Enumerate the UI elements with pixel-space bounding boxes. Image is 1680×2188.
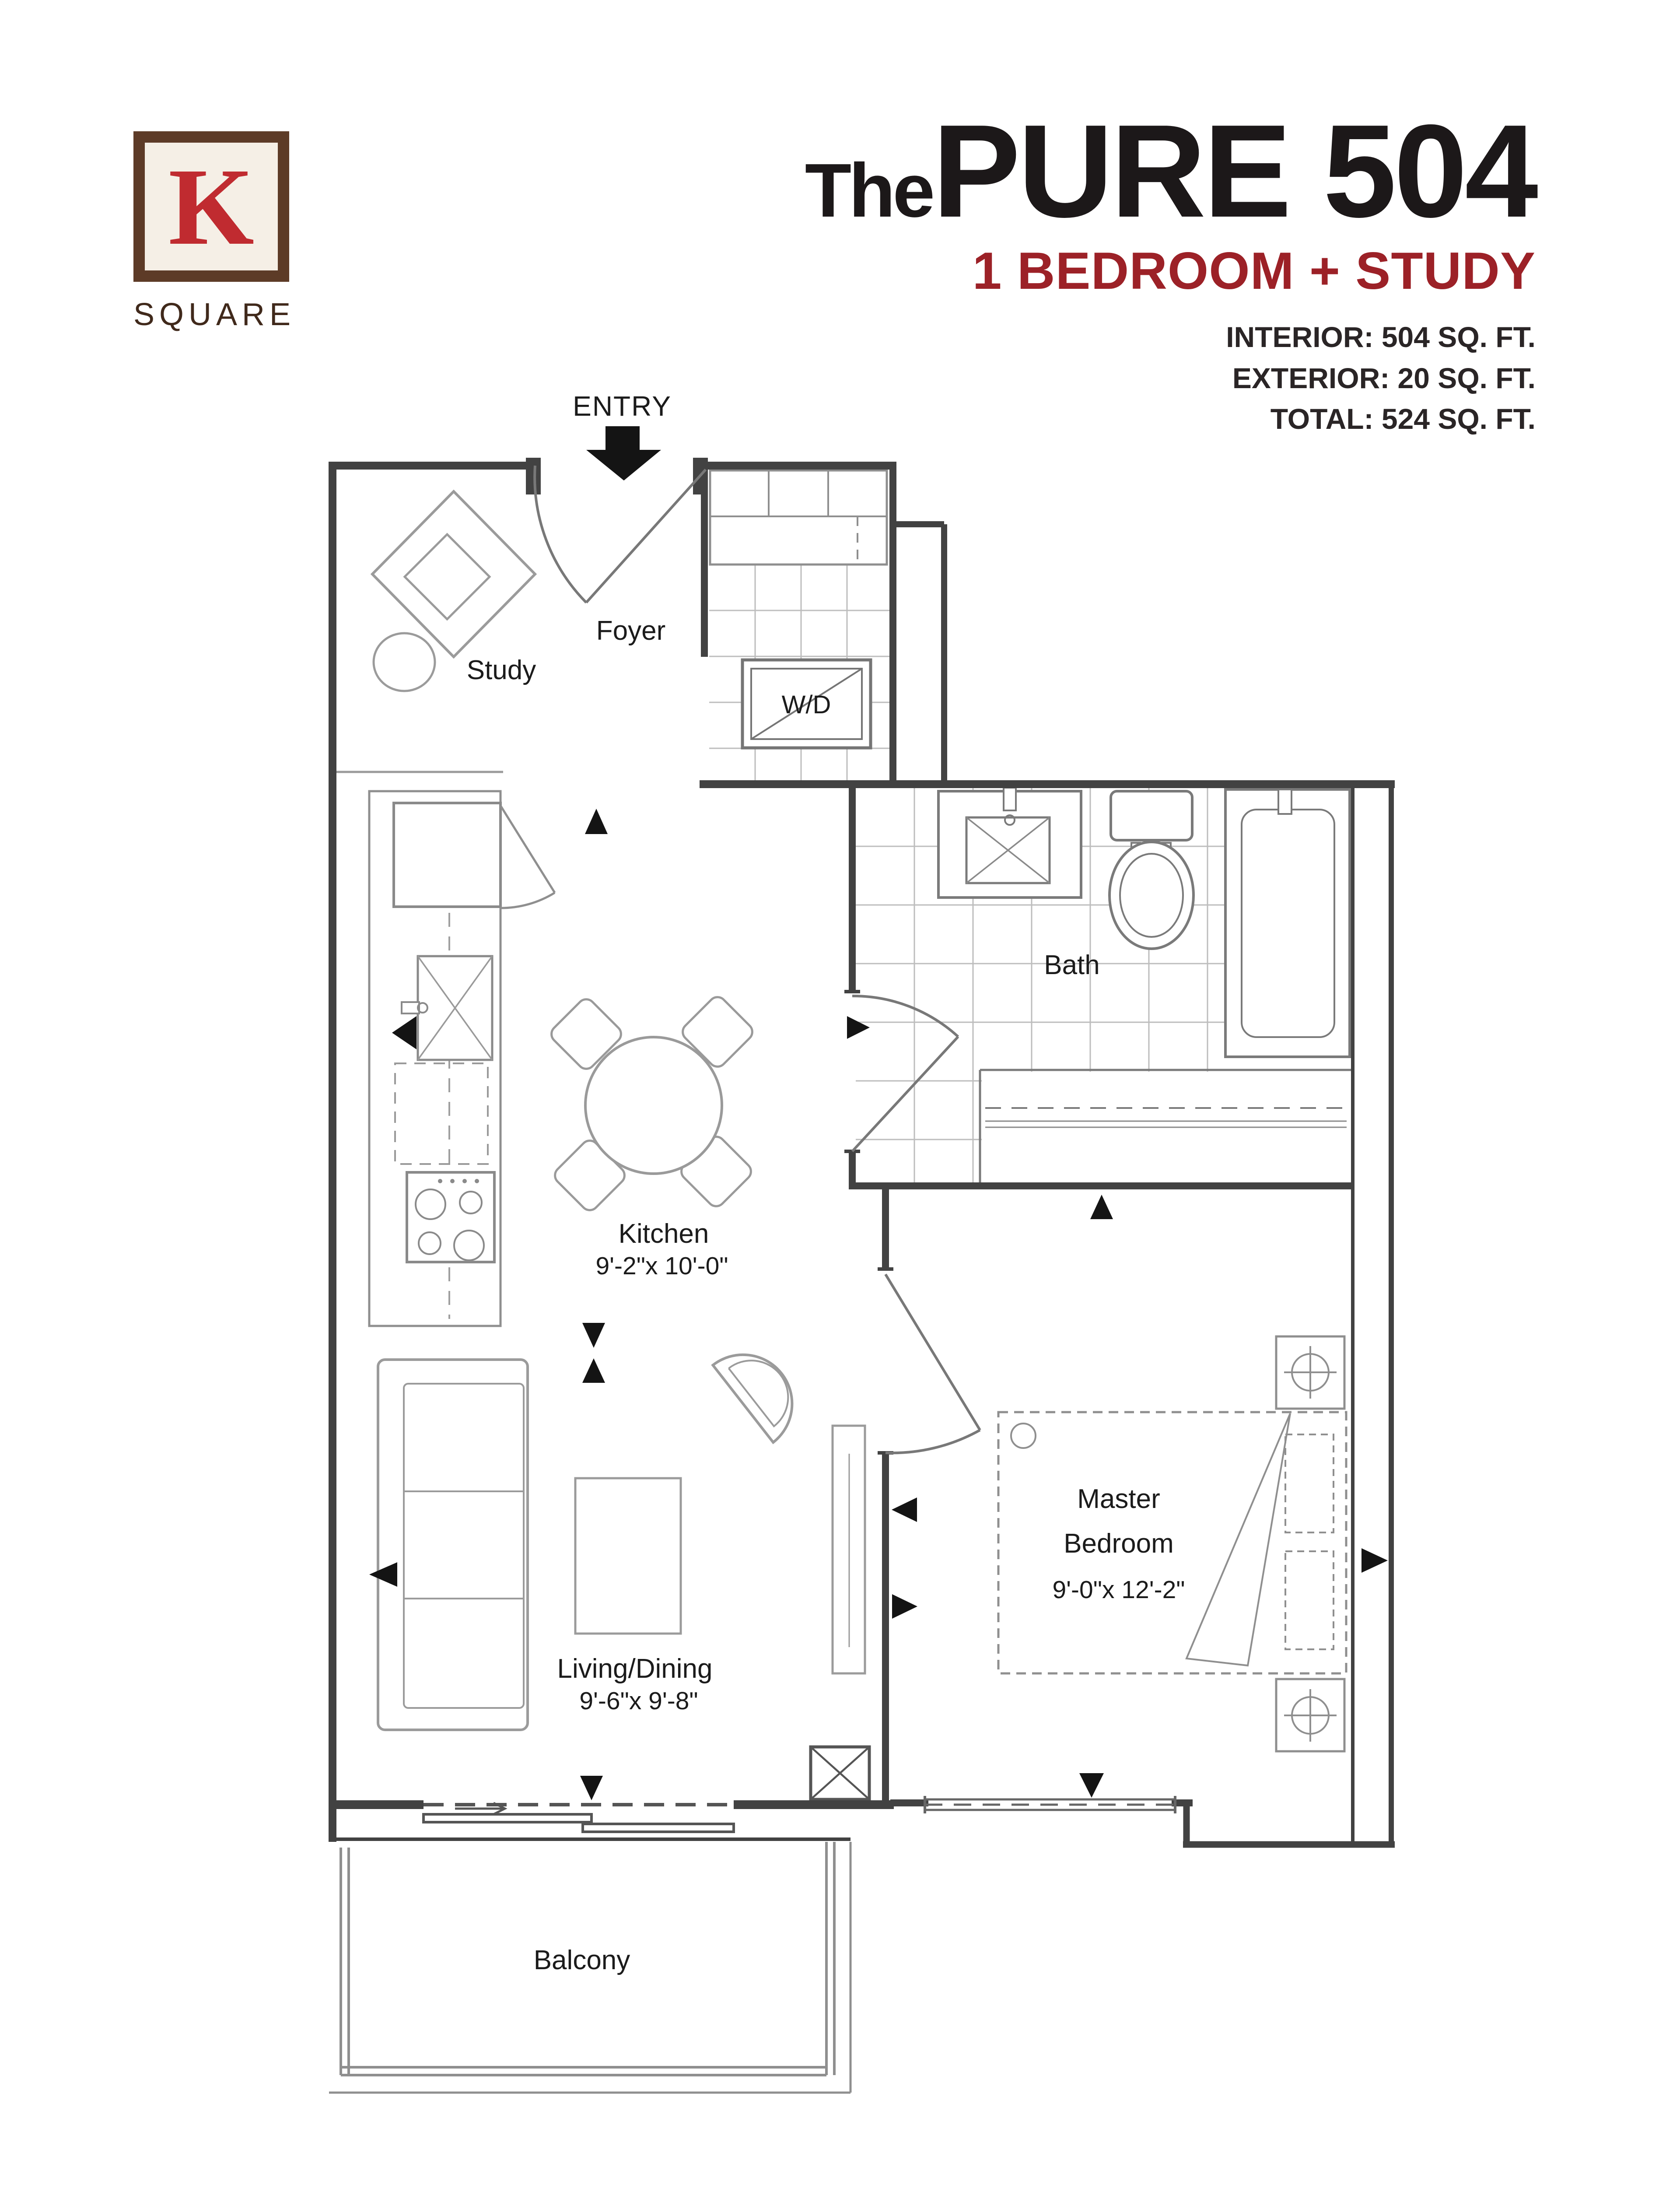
stove: [406, 1171, 496, 1263]
stat-interior: INTERIOR: 504 SQ. FT.: [1226, 320, 1536, 353]
sofa: [377, 1358, 529, 1731]
study-desk: [370, 489, 537, 692]
entry-arrow: [586, 426, 661, 480]
dining-chair: [682, 996, 753, 1068]
label-living-dims: 9'-6"x 9'-8": [579, 1687, 698, 1715]
study-pouf: [372, 632, 436, 692]
wd-shelves: [709, 469, 888, 566]
nightstand: [1275, 1335, 1346, 1410]
label-balcony: Balcony: [534, 1945, 630, 1975]
master-door-swing: [884, 1273, 981, 1455]
arrow-up-kitchen: [582, 1358, 605, 1383]
title-block: ThePURE 504 1 BEDROOM + STUDY INTERIOR: …: [805, 105, 1538, 440]
dining-chair: [550, 998, 622, 1070]
unit-title-main: PURE 504: [932, 97, 1538, 245]
kitchen-sink: [401, 955, 494, 1061]
dining-set: [550, 996, 753, 1211]
bed: [997, 1411, 1348, 1675]
washer-dryer-unit: [741, 658, 872, 750]
tub-faucet: [1278, 789, 1292, 815]
wall-bottom-right-step: [1183, 1799, 1395, 1848]
table-lamp: [1284, 1689, 1337, 1742]
unit-title: ThePURE 504: [805, 105, 1538, 237]
stat-exterior: EXTERIOR: 20 SQ. FT.: [1232, 361, 1536, 394]
balcony-railing: [329, 1842, 852, 2094]
label-master-1: Master: [1077, 1484, 1160, 1514]
refrigerator: [392, 802, 502, 908]
label-master-2: Bedroom: [1064, 1529, 1174, 1559]
dining-table: [584, 1036, 723, 1175]
kitchen-base-cabinet: [394, 1062, 489, 1165]
arrow-right-master: [1362, 1548, 1388, 1573]
arrow-up-master-hall: [1090, 1195, 1113, 1219]
sliding-door: [422, 1802, 735, 1833]
label-master-dims: 9'-0"x 12'-2": [1052, 1576, 1185, 1604]
bath-door-jambs: [844, 990, 860, 1153]
bed-blanket-fold: [1185, 1413, 1291, 1667]
accent-chair: [711, 1353, 794, 1445]
label-study: Study: [467, 655, 536, 685]
wall-chase-step: [893, 521, 947, 781]
arrow-right-bath: [847, 1016, 870, 1039]
entry-jamb: [526, 458, 541, 494]
arrow-up-foyer: [585, 809, 608, 834]
ksquare-logo-letter: K: [168, 145, 254, 268]
ksquare-logo-word: SQUARE: [133, 297, 296, 332]
area-stats: INTERIOR: 504 SQ. FT. EXTERIOR: 20 SQ. F…: [805, 317, 1536, 440]
master-closet: [979, 1069, 1352, 1182]
toilet: [1108, 790, 1195, 950]
arrow-left-living: [369, 1562, 397, 1587]
bed-pillow: [1284, 1550, 1334, 1650]
vanity-faucet: [1003, 787, 1017, 811]
coffee-table: [574, 1477, 682, 1635]
label-wd: W/D: [782, 691, 831, 719]
arrow-down-balcony-door: [580, 1776, 603, 1800]
arrow-left-sink: [392, 1016, 416, 1049]
vanity-sink: [937, 787, 1082, 899]
master-door-jambs: [878, 1267, 893, 1455]
slide-direction-arrow: [455, 1802, 508, 1816]
label-bath: Bath: [1044, 950, 1100, 980]
bed-pillow: [1284, 1434, 1334, 1533]
fridge-door-swing: [499, 805, 556, 909]
label-kitchen-dims: 9'-2"x 10'-0": [595, 1252, 728, 1280]
ksquare-logo: K SQUARE: [133, 131, 291, 333]
arrow-right-tv-wall: [892, 1594, 917, 1619]
nightstand: [1275, 1678, 1346, 1753]
ksquare-logo-box: K: [133, 131, 289, 282]
label-foyer: Foyer: [596, 616, 665, 646]
arrow-down-master-window: [1079, 1773, 1104, 1798]
bath-door-swing: [851, 994, 959, 1153]
master-window: [924, 1796, 1176, 1813]
bed-cushion: [1010, 1423, 1036, 1449]
entry-label: ENTRY: [573, 390, 672, 422]
label-kitchen: Kitchen: [619, 1219, 709, 1249]
arrow-down-kitchen: [582, 1323, 605, 1348]
unit-subtitle: 1 BEDROOM + STUDY: [972, 241, 1536, 300]
stat-total: TOTAL: 524 SQ. FT.: [1270, 403, 1536, 435]
arrow-left-tv-wall: [892, 1497, 917, 1522]
balcony-outer-edge: [329, 1842, 852, 2094]
bathtub: [1224, 788, 1351, 1058]
study-chair: [403, 533, 491, 621]
tv-console: [831, 1424, 866, 1675]
door-swings: [533, 465, 981, 1455]
table-lamp: [1284, 1346, 1337, 1399]
label-living: Living/Dining: [557, 1654, 713, 1684]
entry-door-swing: [533, 465, 707, 604]
sink-faucet: [401, 1001, 420, 1014]
direction-arrows: [369, 426, 1388, 1800]
unit-title-prefix: The: [805, 147, 935, 233]
closet-shelf: [985, 1120, 1347, 1128]
bath-tile-floor: [856, 788, 1350, 1182]
shaft-box: [809, 1745, 871, 1801]
